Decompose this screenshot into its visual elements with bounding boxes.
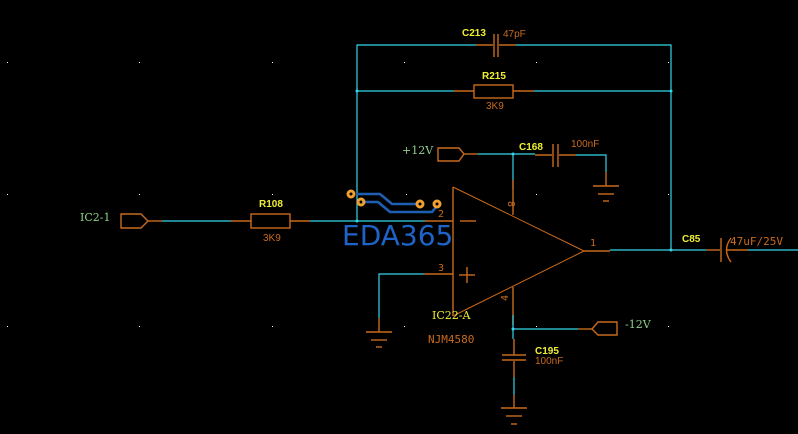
c195-value: 100nF bbox=[535, 356, 563, 367]
resistor-r108[interactable]: R108 3K9 bbox=[231, 199, 310, 244]
net-label-positive-supply[interactable]: +12V bbox=[402, 144, 478, 162]
ic22-value: NJM4580 bbox=[428, 333, 474, 346]
junctions bbox=[355, 89, 673, 331]
pin-3-label: 3 bbox=[438, 263, 444, 274]
feedback-wires[interactable] bbox=[356, 44, 672, 250]
net-label-input[interactable]: IC2-1 bbox=[80, 211, 162, 229]
r108-ref: R108 bbox=[259, 199, 283, 210]
capacitor-c168[interactable]: C168 100nF bbox=[519, 139, 599, 167]
pin-4-label: 4 bbox=[500, 295, 511, 301]
c168-ref: C168 bbox=[519, 142, 543, 153]
c85-value: 47uF/25V bbox=[730, 235, 783, 248]
negative-supply-label: -12V bbox=[625, 318, 652, 331]
net-label-negative-supply[interactable]: -12V bbox=[578, 318, 652, 336]
c213-ref: C213 bbox=[462, 28, 486, 39]
r215-value: 3K9 bbox=[486, 101, 504, 112]
pin-2-label: 2 bbox=[438, 209, 444, 220]
grid-dots bbox=[7, 62, 669, 327]
input-net-label: IC2-1 bbox=[80, 211, 110, 224]
capacitor-c85[interactable]: C85 47uF/25V bbox=[682, 234, 783, 263]
positive-supply-label: +12V bbox=[402, 144, 434, 157]
ic22-ref: IC22-A bbox=[432, 309, 471, 322]
capacitor-c195[interactable]: C195 100nF bbox=[502, 339, 563, 377]
ground-icon bbox=[501, 395, 527, 425]
ground-icon bbox=[366, 318, 392, 348]
vplus-wires[interactable] bbox=[478, 153, 607, 189]
c85-ref: C85 bbox=[682, 234, 701, 245]
capacitor-c213[interactable]: C213 47pF bbox=[462, 28, 526, 57]
c213-value: 47pF bbox=[503, 29, 526, 40]
opamp-ic22-a[interactable]: 2 3 1 8 4 IC22-A NJM4580 bbox=[424, 180, 610, 346]
pin-8-label: 8 bbox=[505, 201, 516, 207]
ground-icon bbox=[593, 172, 619, 202]
resistor-r215[interactable]: R215 3K9 bbox=[454, 71, 534, 112]
pcb-trace-overlay bbox=[346, 189, 442, 214]
noninverting-wire[interactable] bbox=[378, 273, 424, 318]
vminus-wires[interactable] bbox=[512, 315, 578, 395]
eda365-watermark: EDA365 bbox=[342, 219, 453, 252]
c168-value: 100nF bbox=[571, 139, 599, 150]
r108-value: 3K9 bbox=[263, 233, 281, 244]
r215-ref: R215 bbox=[482, 71, 506, 82]
pin-1-label: 1 bbox=[590, 238, 596, 249]
c195-ref: C195 bbox=[535, 346, 559, 357]
